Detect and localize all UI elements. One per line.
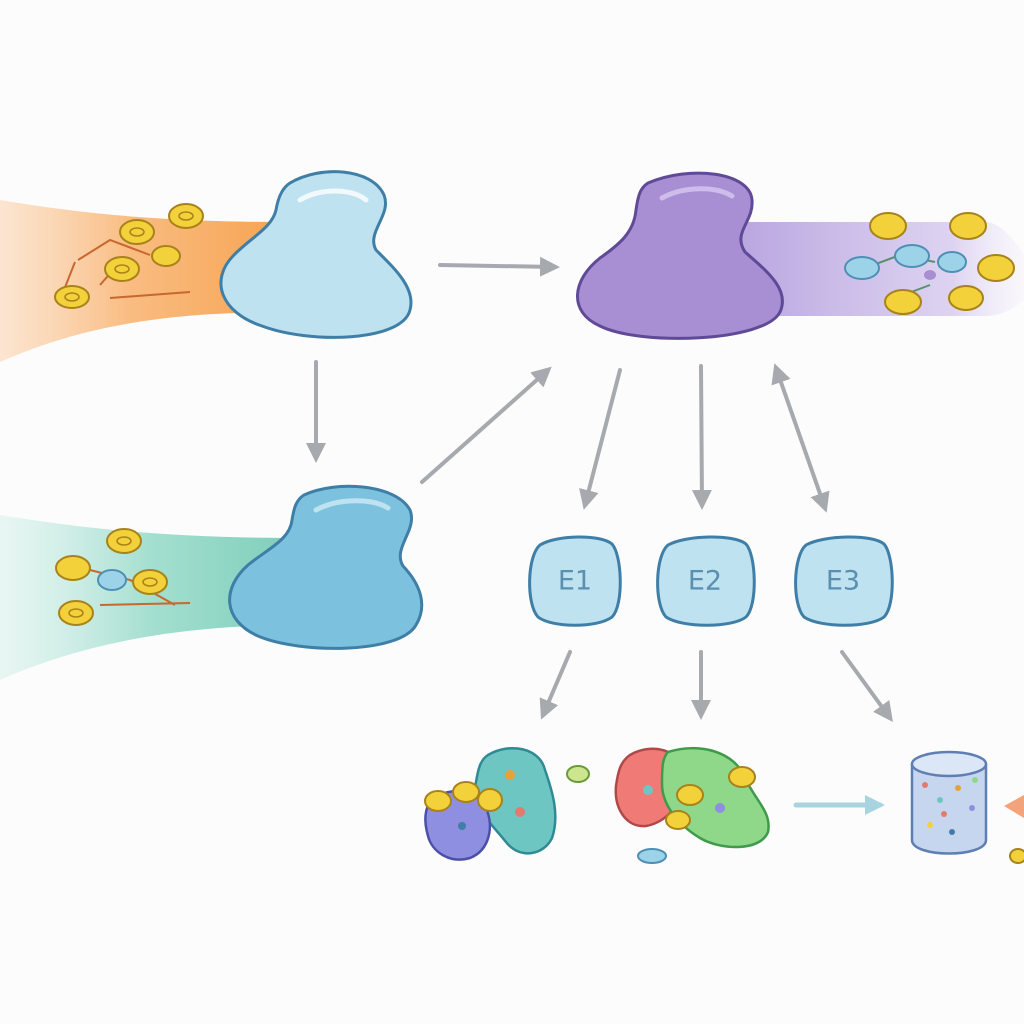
enzyme-blob-mid-blue	[228, 484, 424, 650]
arrow-purple-to-e1	[579, 368, 622, 510]
arrow-orange-edge	[1004, 795, 1024, 864]
node-e2: E2	[656, 535, 756, 627]
orange-input-stream	[0, 200, 290, 362]
arrow-light-blue-to-purple	[438, 256, 560, 277]
node-e3-label: E3	[826, 566, 860, 597]
arrow-mid-blue-to-purple	[420, 366, 552, 484]
storage-cylinder	[910, 750, 988, 855]
lavender-stream-molecules	[844, 212, 1015, 315]
enzyme-blob-light-blue	[219, 170, 413, 339]
node-e1: E1	[528, 535, 622, 627]
node-e2-label: E2	[688, 566, 722, 597]
arrow-e1-down	[539, 650, 572, 720]
product-cluster-left	[424, 746, 590, 861]
orange-stream-molecules	[54, 203, 204, 309]
teal-stream-molecules	[55, 528, 191, 626]
arrow-purple-to-e2	[691, 364, 712, 510]
product-cluster-middle	[614, 747, 770, 864]
enzyme-blob-purple	[576, 171, 784, 340]
arrow-purple-e3-bidirectional	[771, 363, 830, 513]
node-e3: E3	[794, 535, 894, 627]
arrow-e3-down	[840, 650, 893, 723]
node-e1-label: E1	[558, 566, 592, 597]
